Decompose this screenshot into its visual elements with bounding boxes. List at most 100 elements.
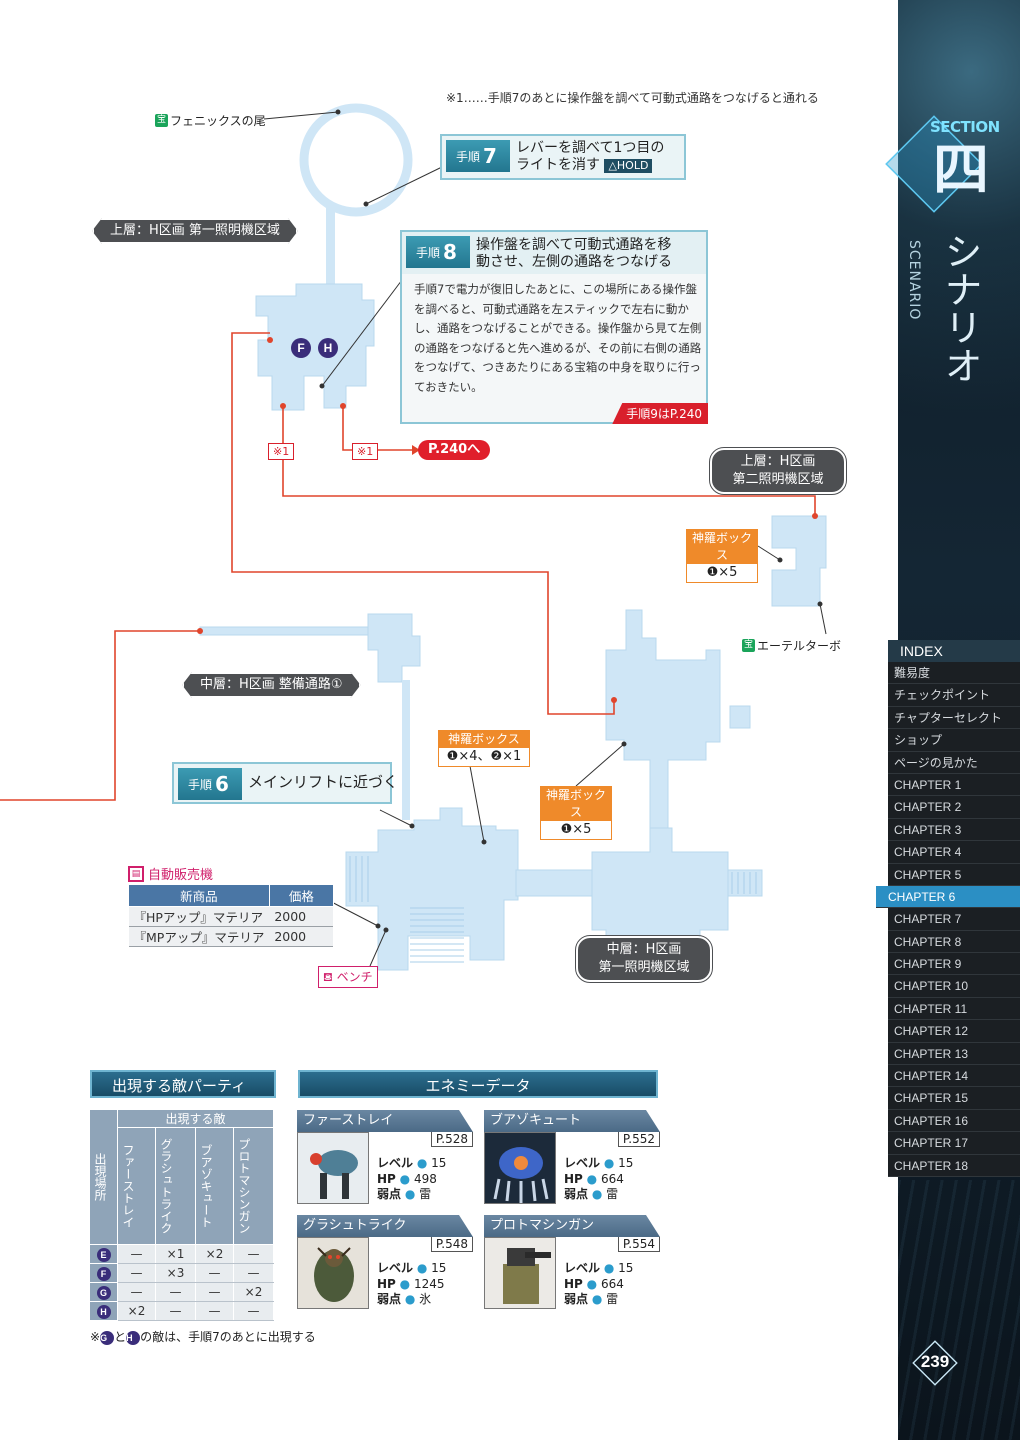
leader-dot <box>777 557 783 563</box>
sidebar-background-art <box>898 0 1020 600</box>
map-lower-connector <box>515 869 593 897</box>
step-label: 手順 <box>456 150 481 164</box>
enemy-page-ref[interactable]: P.548 <box>430 1237 473 1252</box>
count-cell: — <box>117 1263 156 1283</box>
enemy-portrait <box>484 1237 556 1309</box>
enemy-portrait-art <box>485 1133 555 1203</box>
index-title: INDEX <box>888 640 1020 662</box>
index-item[interactable]: CHAPTER 9 <box>888 953 1020 976</box>
index-item[interactable]: CHAPTER 16 <box>888 1109 1020 1133</box>
enemy-stats: レベル ● 15 HP ● 498 弱点 ● 雷 <box>377 1156 447 1201</box>
route-to-p240 <box>342 406 412 451</box>
item-name: 『MPアップ』マテリア <box>128 926 270 947</box>
index-item[interactable]: CHAPTER 14 <box>888 1065 1020 1088</box>
bench-icon: ⛾ <box>323 970 333 984</box>
location-cell: H <box>89 1301 118 1321</box>
index-item[interactable]: ショップ <box>888 729 1020 752</box>
hp-label: HP <box>377 1276 396 1291</box>
col-price: 価格 <box>268 884 334 907</box>
index-item[interactable]: CHAPTER 15 <box>888 1087 1020 1110</box>
item-price: 2000 <box>269 906 334 927</box>
index-item[interactable]: CHAPTER 10 <box>888 975 1020 998</box>
map-lower-right-stair <box>727 869 763 897</box>
enemy-col-text: ブアゾキュート <box>199 1144 213 1228</box>
step-6-title: メインリフトに近づく <box>248 773 399 791</box>
enemy-level: 15 <box>618 1156 634 1170</box>
area-line: 中層：H区画 <box>606 942 682 957</box>
index-item[interactable]: CHAPTER 17 <box>888 1132 1020 1155</box>
location-marker: H <box>126 1331 141 1345</box>
index-item[interactable]: CHAPTER 4 <box>888 841 1020 864</box>
index-item[interactable]: CHAPTER 12 <box>888 1020 1020 1043</box>
step-title-line: 操作盤を調べて可動式通路を移 <box>476 237 672 253</box>
index-item[interactable]: CHAPTER 6 <box>876 885 1020 909</box>
enemy-level: 15 <box>431 1261 447 1275</box>
enemy-card: グラシュトライク P.548 レベル ● 15 HP ● 1245 弱点 ● 氷 <box>297 1215 473 1309</box>
index-item[interactable]: チェックポイント <box>888 684 1020 707</box>
step-title-line: レバーを調べて1つ目の <box>516 140 665 156</box>
route-dot <box>267 337 273 343</box>
index-item[interactable]: CHAPTER 13 <box>888 1042 1020 1066</box>
shinra-box-contents: ❶×5 <box>706 565 738 580</box>
location-marker: F <box>96 1266 111 1281</box>
hold-button-glyph: △HOLD <box>604 159 653 173</box>
count-cell: — <box>195 1301 234 1321</box>
treasure-label: フェニックスの尾 <box>170 114 266 128</box>
leader-dot <box>383 927 389 933</box>
map-upper-room <box>255 283 375 411</box>
enemy-hp: 498 <box>413 1171 437 1186</box>
route-dot <box>812 513 818 519</box>
level-label: レベル <box>564 1261 601 1275</box>
index-item[interactable]: CHAPTER 1 <box>888 773 1020 797</box>
count-cell: — <box>117 1282 156 1302</box>
leader-line <box>575 743 625 787</box>
index-item[interactable]: CHAPTER 8 <box>888 930 1020 954</box>
index-item[interactable]: CHAPTER 3 <box>888 818 1020 842</box>
hp-label: HP <box>564 1171 583 1186</box>
index-item[interactable]: CHAPTER 11 <box>888 997 1020 1021</box>
weak-label: 弱点 <box>564 1292 589 1306</box>
enemy-location-h: H <box>318 338 338 358</box>
enemy-portrait-art <box>298 1238 368 1308</box>
table-row: E — ×1 ×2 — <box>89 1244 274 1264</box>
enemy-portrait-art <box>298 1133 368 1203</box>
leader-line <box>757 545 781 561</box>
index-item[interactable]: ページの見かた <box>888 751 1020 774</box>
count-cell: ×2 <box>233 1282 274 1302</box>
index-item[interactable]: CHAPTER 18 <box>888 1154 1020 1177</box>
enemy-portrait-art <box>485 1238 555 1308</box>
item-name: 『HPアップ』マテリア <box>128 906 270 927</box>
enemy-col-text: ファーストレイ <box>121 1144 135 1228</box>
bench-text: ベンチ <box>336 970 373 984</box>
location-cell: F <box>89 1263 118 1283</box>
index-item[interactable]: CHAPTER 2 <box>888 796 1020 819</box>
enemy-weakness: 雷 <box>606 1292 619 1306</box>
count-cell: — <box>117 1244 156 1264</box>
area-mid-h-first: 中層：H区画 第一照明機区域 <box>575 935 713 983</box>
page-240-link[interactable]: P.240へ <box>418 440 491 460</box>
weak-label: 弱点 <box>377 1187 402 1201</box>
enemy-page-ref[interactable]: P.552 <box>617 1132 660 1147</box>
enemy-page-ref[interactable]: P.528 <box>430 1132 473 1147</box>
enemy-col-header: ファーストレイ <box>117 1127 156 1245</box>
scenario-subtitle: SCENARIO <box>906 240 922 321</box>
index-item[interactable]: CHAPTER 5 <box>888 863 1020 886</box>
enemy-stats: レベル ● 15 HP ● 664 弱点 ● 雷 <box>564 1156 634 1201</box>
area-upper-h-second: 上層：H区画 第二照明機区域 <box>709 447 847 495</box>
step-number: 6 <box>215 772 229 796</box>
leader-dot <box>375 923 381 929</box>
count-cell: — <box>233 1301 274 1321</box>
route-dot <box>611 697 617 703</box>
route-upper-to-right-tower <box>231 332 615 715</box>
index-item[interactable]: CHAPTER 7 <box>888 908 1020 931</box>
index-item[interactable]: チャプターセレクト <box>888 706 1020 730</box>
vending-machine-table: 新商品 価格 『HPアップ』マテリア 2000 『MPアップ』マテリア 2000 <box>128 884 334 947</box>
enemy-name: ブアゾキュート <box>484 1110 660 1132</box>
count-cell: — <box>195 1282 234 1302</box>
enemy-portrait <box>484 1132 556 1204</box>
enemy-page-ref[interactable]: P.554 <box>617 1237 660 1252</box>
index-item[interactable]: 難易度 <box>888 662 1020 685</box>
area-mid-h-passage: 中層：H区画 整備通路① <box>182 672 361 698</box>
